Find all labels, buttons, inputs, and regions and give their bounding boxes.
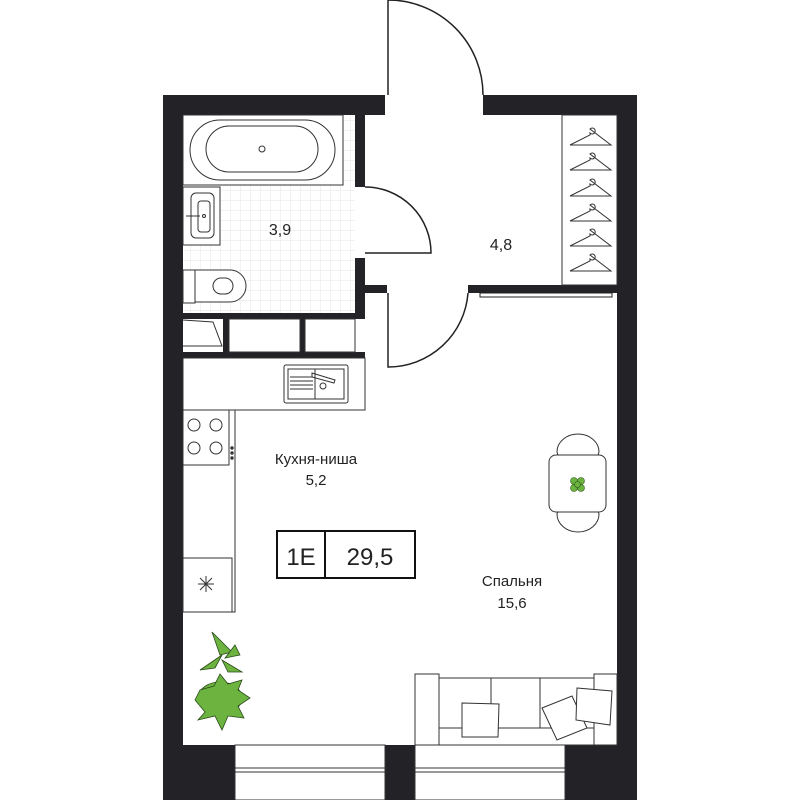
apartment-total-area: 29,5: [347, 544, 394, 571]
snowflake-icon: [198, 576, 214, 592]
storage-cabinets: [182, 318, 356, 353]
kitchen-area: 5,2: [306, 472, 327, 489]
plant-icon: [570, 477, 585, 492]
hallway-area: 4,8: [490, 237, 512, 254]
plant-icon: [194, 631, 251, 731]
fridge: [182, 557, 233, 613]
doors: [364, 0, 613, 368]
hanger-icon: [569, 127, 613, 272]
sliding-door: [479, 292, 613, 298]
dining-table: [548, 433, 607, 533]
apartment-badge: 1E 29,5: [276, 530, 416, 579]
bedroom-area: 15,6: [497, 595, 526, 612]
entrance-door: [387, 0, 484, 96]
cushion: [461, 702, 500, 738]
walls: [163, 95, 637, 800]
cushion: [575, 687, 613, 726]
room-door: [387, 292, 469, 368]
sofa: [414, 673, 618, 746]
stove: [182, 409, 230, 466]
kitchen-counter: [182, 357, 366, 613]
bedroom-name: Спальня: [482, 573, 542, 590]
bathroom-door: [364, 186, 432, 254]
apartment-type: 1E: [286, 544, 315, 571]
windows: [234, 744, 566, 800]
cushion: [541, 695, 588, 741]
bathtub: [182, 114, 344, 186]
bathroom-area: 3,9: [269, 222, 291, 239]
sink: [283, 364, 349, 404]
wardrobe: [561, 114, 618, 286]
toilet: [182, 269, 247, 304]
kitchen-name: Кухня-ниша: [275, 451, 358, 468]
washbasin: [182, 186, 221, 246]
